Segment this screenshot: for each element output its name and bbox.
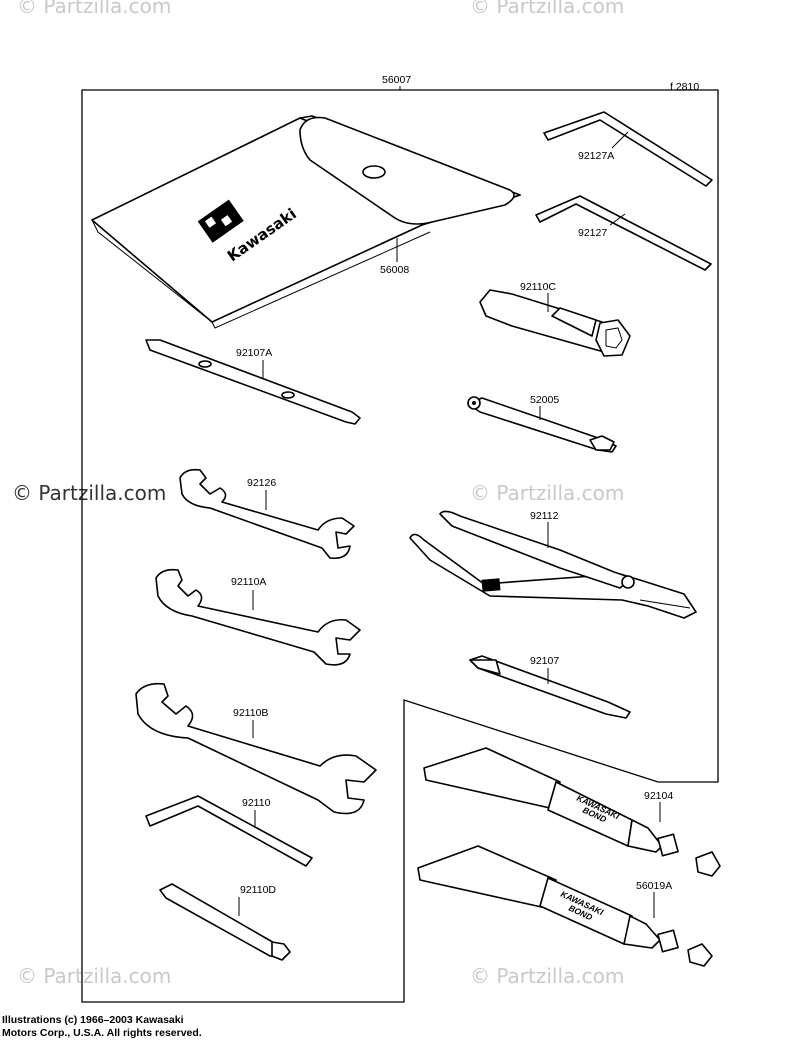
watermark-mid-right: © Partzilla.com [470, 481, 625, 505]
part-label-92126: 92126 [247, 477, 276, 489]
part-label-92127: 92127 [578, 227, 607, 239]
part-label-92110c: 92110C [520, 281, 556, 293]
hex-key-92110 [145, 795, 313, 867]
part-label-92110d: 92110D [240, 884, 276, 896]
copyright-line-1: Illustrations (c) 1966–2003 Kawasaki [2, 1014, 184, 1026]
kit-frame [81, 89, 719, 1003]
part-label-92104: 92104 [644, 790, 673, 802]
watermark-bottom-right: © Partzilla.com [470, 964, 625, 988]
watermark-mid-left: © Partzilla.com [12, 481, 167, 505]
tool-pouch: Kawasaki [91, 115, 521, 329]
open-end-wrench-92110b [135, 682, 377, 815]
watermark-top-right: © Partzilla.com [470, 0, 625, 18]
hex-key-92127a [543, 111, 713, 187]
part-label-92127a: 92127A [578, 150, 614, 162]
driver-bar-92110d [159, 883, 291, 961]
bond-tube-56019a: KAWASAKI BOND [417, 845, 713, 967]
spark-plug-wrench [479, 289, 631, 357]
screwdriver-92107 [469, 655, 631, 719]
part-label-56019a: 56019A [636, 880, 672, 892]
part-label-52005: 52005 [530, 394, 559, 406]
part-label-92107a: 92107A [236, 347, 272, 359]
screwdriver-92107a [145, 339, 361, 425]
figure-code: f 2810 [670, 81, 699, 93]
part-label-92110: 92110 [242, 797, 271, 809]
open-end-wrench-92110a [155, 568, 361, 666]
driver-handle-52005 [467, 396, 617, 453]
part-label-92110b: 92110B [233, 707, 268, 719]
copyright-notice: Illustrations (c) 1966–2003 Kawasaki Mot… [2, 1014, 202, 1040]
pliers-92112 [409, 510, 697, 619]
part-label-92112: 92112 [530, 510, 559, 522]
open-end-wrench-92126 [179, 468, 355, 560]
part-label-56007: 56007 [382, 74, 411, 86]
hex-key-92127 [535, 195, 712, 271]
copyright-line-2: Motors Corp., U.S.A. All rights reserved… [2, 1027, 202, 1039]
watermark-top-left: © Partzilla.com [17, 0, 172, 18]
watermark-bottom-left: © Partzilla.com [17, 964, 172, 988]
part-label-92107: 92107 [530, 655, 559, 667]
part-label-56008: 56008 [380, 264, 409, 276]
part-label-92110a: 92110A [231, 576, 266, 588]
